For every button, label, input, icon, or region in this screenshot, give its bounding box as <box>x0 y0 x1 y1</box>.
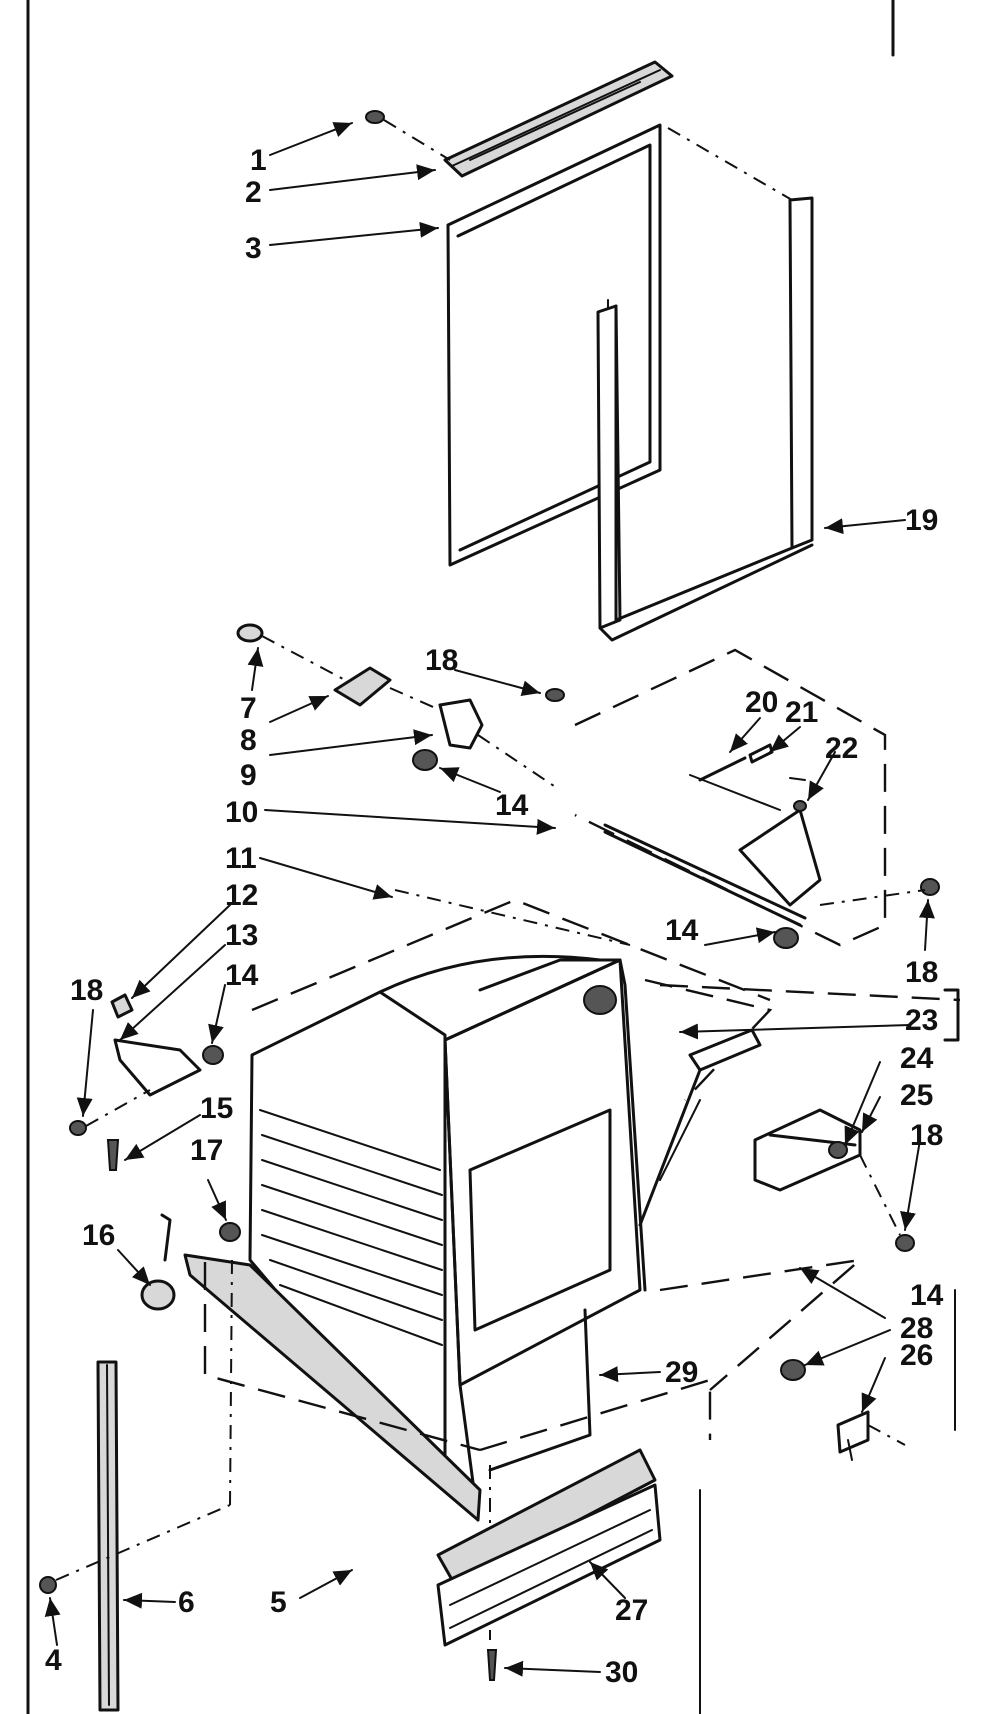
label-11: 11 <box>225 842 257 875</box>
latch-spring-parts <box>698 743 807 812</box>
rear-panel <box>574 648 940 949</box>
front-trim-strip <box>39 1259 233 1712</box>
label-18-left: 18 <box>70 974 103 1007</box>
label-1: 1 <box>250 144 267 177</box>
label-18-right: 18 <box>910 1119 943 1152</box>
label-14-right: 14 <box>910 1279 944 1312</box>
label-14-top: 14 <box>495 789 529 822</box>
part-labels: 1 2 3 19 7 8 9 18 14 10 11 20 21 22 14 1… <box>45 144 944 1689</box>
label-10: 10 <box>225 796 258 829</box>
label-13: 13 <box>225 919 258 952</box>
label-16: 16 <box>82 1219 115 1252</box>
label-20: 20 <box>745 686 778 719</box>
label-4: 4 <box>45 1644 62 1677</box>
label-14-left: 14 <box>225 959 259 992</box>
label-3: 3 <box>245 232 262 265</box>
screw-18-top <box>545 688 565 702</box>
door-gasket-frame <box>596 127 814 642</box>
cabinet-dashed-top-outline <box>251 889 961 1042</box>
label-23: 23 <box>905 1004 938 1037</box>
kickplate <box>436 1448 662 1681</box>
right-lower-hardware <box>780 1141 915 1461</box>
label-8: 8 <box>240 724 257 757</box>
label-2: 2 <box>245 176 262 209</box>
top-panel-trim-strip <box>443 60 674 178</box>
top-panel <box>446 123 662 567</box>
label-9: 9 <box>240 759 257 792</box>
control-bracket <box>333 666 561 791</box>
label-18-rear: 18 <box>905 956 938 989</box>
label-14-rear: 14 <box>665 914 699 947</box>
label-6: 6 <box>178 1586 195 1619</box>
label-24: 24 <box>900 1042 934 1075</box>
top-panel-screw <box>365 110 451 161</box>
label-21: 21 <box>785 696 818 729</box>
label-5: 5 <box>270 1586 287 1619</box>
label-18-top: 18 <box>425 644 458 677</box>
control-knob <box>236 623 346 681</box>
right-side-brace <box>638 1028 762 1227</box>
label-22: 22 <box>825 732 858 765</box>
label-28: 28 <box>900 1312 933 1345</box>
left-hardware <box>69 993 241 1311</box>
label-15: 15 <box>200 1092 233 1125</box>
leader-lines <box>44 122 935 1677</box>
label-17: 17 <box>190 1134 223 1167</box>
frame-lines <box>26 0 956 1714</box>
cabinet-body <box>183 954 864 1522</box>
label-19: 19 <box>905 504 938 537</box>
label-7: 7 <box>240 692 257 725</box>
label-27: 27 <box>615 1594 648 1627</box>
label-25: 25 <box>900 1079 933 1112</box>
label-29: 29 <box>665 1356 698 1389</box>
label-30: 30 <box>605 1656 638 1689</box>
label-12: 12 <box>225 879 258 912</box>
label-26: 26 <box>900 1339 933 1372</box>
